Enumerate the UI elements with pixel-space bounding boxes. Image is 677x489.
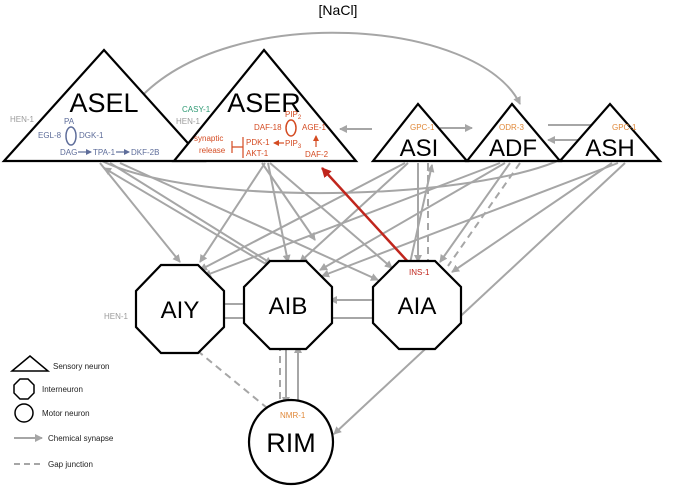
aser-pathway: PIP2 DAF-18 AGE-1 PIP3 DAF-2 PDK-1 AKT-1… bbox=[194, 110, 329, 159]
aser-daf18: DAF-18 bbox=[254, 123, 282, 132]
synapse-asi-aib bbox=[299, 162, 409, 263]
asel-dkf2b: DKF-2B bbox=[131, 148, 159, 157]
label-ash: ASH bbox=[585, 135, 634, 162]
gene-hen1-aiy: HEN-1 bbox=[104, 312, 129, 321]
legend-motor-label: Motor neuron bbox=[42, 409, 90, 418]
synapse-adf-aiy bbox=[203, 162, 501, 278]
asel-dag: DAG bbox=[60, 148, 77, 157]
synapse-asi-aiy bbox=[199, 162, 406, 271]
gap-aiy-rim bbox=[187, 342, 273, 413]
legend-sensory-label: Sensory neuron bbox=[53, 362, 109, 371]
synapse-aser-rim bbox=[261, 162, 316, 241]
label-asi: ASI bbox=[400, 135, 439, 162]
gap-junctions bbox=[187, 162, 521, 413]
synapse-adf-aib bbox=[319, 162, 506, 271]
aser-cycle-icon bbox=[285, 119, 297, 137]
chemical-synapses bbox=[99, 31, 626, 435]
legend-gap-label: Gap junction bbox=[48, 460, 93, 469]
gene-hen1-asel: HEN-1 bbox=[10, 115, 35, 124]
neuron-asi bbox=[370, 102, 470, 163]
gap-adf-aia bbox=[447, 162, 521, 267]
synapse-ash-aia bbox=[451, 162, 613, 273]
synapse-aser-aiy bbox=[199, 162, 266, 263]
aser-daf2: DAF-2 bbox=[305, 150, 329, 159]
neuron-adf bbox=[464, 102, 563, 163]
label-aia: AIA bbox=[398, 293, 437, 320]
aser-inhibit-bracket bbox=[231, 137, 244, 158]
aser-pdk1: PDK-1 bbox=[246, 138, 270, 147]
legend: Sensory neuron Interneuron Motor neuron … bbox=[9, 355, 114, 469]
synapse-aser-aia bbox=[269, 162, 393, 269]
neuron-asel bbox=[1, 48, 207, 163]
gene-nmr1: NMR-1 bbox=[280, 411, 306, 420]
asel-dgk1: DGK-1 bbox=[79, 131, 104, 140]
label-aib: AIB bbox=[269, 293, 308, 320]
asel-tpa1: TPA-1 bbox=[93, 148, 116, 157]
neuron-aia bbox=[371, 259, 463, 351]
aser-age1: AGE-1 bbox=[302, 123, 327, 132]
synapse-asel-adf-arc bbox=[137, 31, 521, 105]
asel-pa: PA bbox=[64, 117, 75, 126]
legend-sensory-icon bbox=[9, 355, 51, 372]
synapse-asel-aib bbox=[109, 162, 273, 265]
legend-inter-icon bbox=[13, 378, 35, 400]
aser-synaptic: synaptic bbox=[194, 134, 223, 143]
aser-pip3: PIP3 bbox=[285, 139, 302, 150]
synapse-asel-aiy bbox=[99, 162, 181, 263]
legend-chemical-label: Chemical synapse bbox=[48, 434, 114, 443]
asel-pathway: PA EGL-8 DGK-1 DAG TPA-1 DKF-2B bbox=[38, 117, 159, 157]
legend-motor-icon bbox=[14, 403, 34, 423]
asel-egl8: EGL-8 bbox=[38, 131, 62, 140]
label-aser: ASER bbox=[227, 88, 301, 118]
neuron-aib bbox=[242, 259, 334, 351]
asel-cycle-icon bbox=[65, 126, 77, 146]
gene-odr3: ODR-3 bbox=[499, 123, 524, 132]
interneurons bbox=[134, 259, 463, 355]
neuron-rim bbox=[247, 398, 335, 486]
neuron-aiy bbox=[134, 263, 226, 355]
label-aiy: AIY bbox=[161, 297, 200, 324]
legend-inter-label: Interneuron bbox=[42, 385, 83, 394]
neuron-aser bbox=[171, 48, 359, 163]
label-rim: RIM bbox=[266, 428, 316, 458]
neuron-ash bbox=[557, 102, 663, 163]
gene-gpc1-ash: GPC-1 bbox=[612, 123, 637, 132]
aser-akt1: AKT-1 bbox=[246, 149, 269, 158]
ins1-arrow bbox=[321, 167, 411, 265]
synapse-aia-asi bbox=[407, 164, 435, 273]
synapse-ash-rim bbox=[333, 162, 626, 435]
synapse-aib-asel bbox=[103, 167, 277, 271]
label-asel: ASEL bbox=[69, 88, 138, 118]
synapse-ash-aib bbox=[321, 162, 619, 278]
aser-pip2: PIP2 bbox=[285, 110, 302, 121]
diagram-title: [NaCl] bbox=[319, 2, 358, 18]
gene-casy1: CASY-1 bbox=[182, 105, 211, 114]
synapse-adf-aia bbox=[439, 162, 511, 263]
sensory-neurons bbox=[1, 48, 663, 163]
aser-release: release bbox=[199, 146, 226, 155]
gene-ins1: INS-1 bbox=[409, 268, 430, 277]
gene-hen1-aser: HEN-1 bbox=[176, 117, 201, 126]
gene-gpc1-asi: GPC-1 bbox=[410, 123, 435, 132]
label-adf: ADF bbox=[489, 135, 537, 162]
